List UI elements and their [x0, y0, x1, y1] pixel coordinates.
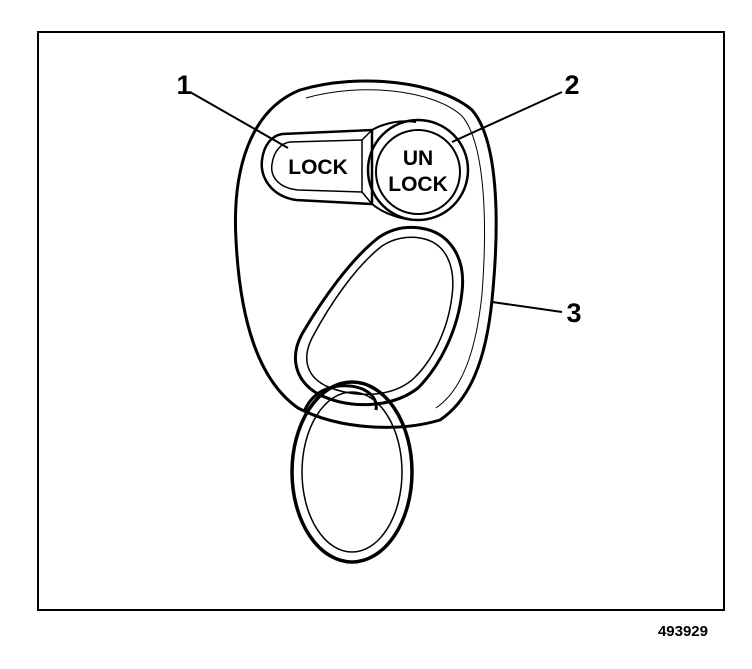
unlock-button: UN LOCK [366, 118, 470, 222]
lock-button: LOCK [260, 128, 374, 206]
leader-line-2 [451, 91, 563, 143]
keyring-hole [293, 225, 465, 407]
callout-2: 2 [564, 70, 579, 100]
leader-line-1 [189, 91, 289, 149]
split-key-ring [290, 380, 414, 564]
unlock-button-label-line1: UN [403, 147, 433, 170]
callout-3: 3 [566, 298, 581, 328]
keyfob-body [233, 79, 498, 429]
figure-id: 493929 [658, 623, 708, 640]
unlock-button-label-line2: LOCK [388, 173, 448, 196]
leader-line-3 [491, 301, 563, 313]
lock-button-label: LOCK [288, 156, 348, 179]
figure-frame [37, 31, 725, 611]
callout-1: 1 [176, 70, 191, 100]
